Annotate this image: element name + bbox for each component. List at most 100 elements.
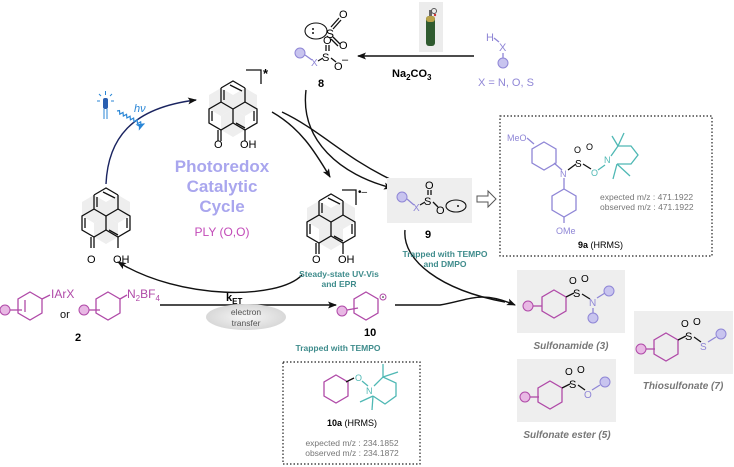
label-9: 9 [425, 229, 431, 241]
arrow-8-to-9 [304, 89, 393, 190]
radical-anion-marker: •– [358, 187, 368, 198]
label-2: 2 [75, 332, 81, 344]
ply-radical-anion [306, 193, 356, 255]
c9a-o2: O [586, 142, 593, 152]
ply-radical-oh: OH [338, 254, 355, 266]
trap-9-label-2: and DMPO [424, 259, 467, 269]
radical-bracket [342, 189, 357, 205]
label-8: 8 [318, 78, 324, 90]
c8-o: O [334, 61, 343, 73]
base-label: Na2CO3 [392, 68, 432, 82]
product-sulfonate-ester-box [517, 359, 616, 422]
ply-radical-o: O [312, 254, 321, 266]
thio-o1: O [681, 319, 689, 330]
c8-x: X [311, 58, 318, 69]
adduct-9a-label: 9a (HRMS) [578, 240, 623, 250]
product-sulfonamide-label: Sulfonamide (3) [533, 341, 609, 352]
ply-excited [208, 80, 258, 142]
c8-o-top: O [323, 35, 332, 47]
so2-oxygen-bottom: O [339, 40, 348, 52]
c10a-o: O [355, 373, 362, 383]
c8-charge: – [342, 54, 349, 66]
adduct-9a-observed: observed m/z : 471.1922 [600, 202, 694, 212]
adduct-10a-box [282, 361, 421, 465]
ket-label: kET [226, 292, 242, 306]
ply-ground [81, 187, 131, 249]
product-sulfonamide: S O O N [522, 274, 615, 324]
c9a-ome: OMe [556, 226, 576, 236]
c9a-n2: N [604, 155, 611, 165]
electron-transfer-label-1: electron [231, 307, 262, 317]
product-sulfonate-ester: S O O O [519, 365, 611, 410]
arrow-to-products [395, 296, 516, 306]
arrow-regeneration [117, 261, 303, 294]
catalyst-label: PLY (O,O) [195, 225, 250, 239]
aryl-iodonium: IArX [0, 287, 74, 321]
product-sulfonamide-box [517, 270, 625, 333]
nucleophile-h: H [486, 32, 494, 44]
led-light-icon [97, 91, 114, 119]
arrow-9-to-products [404, 229, 506, 303]
c9-s: S [424, 196, 431, 208]
open-arrow-to-9a [476, 189, 497, 209]
compound-8: X S O O – [294, 35, 349, 73]
so2-reagent: S O O [304, 9, 348, 52]
electron-transfer-bubble [206, 304, 286, 330]
excited-marker: * [263, 66, 269, 81]
gas-cylinder-icon [419, 2, 443, 52]
steady-state-label-1: Steady-state UV-Vis [299, 269, 379, 279]
ply-excited-oh: OH [240, 139, 257, 151]
electron-transfer-label-2: transfer [232, 318, 261, 328]
trap-9-label-1: Trapped with TEMPO [402, 249, 487, 259]
c9a-s: S [575, 159, 582, 170]
adduct-10a-expected: expected m/z : 234.1852 [305, 438, 398, 448]
sulfonamide-s: S [573, 288, 580, 300]
c9-o: O [436, 205, 445, 217]
arrow-set [271, 111, 331, 178]
arrow-excitation [105, 97, 197, 185]
ply-ground-o: O [87, 254, 96, 266]
product-thiosulfonate-label: Thiosulfonate (7) [643, 381, 724, 392]
cycle-title-1: Photoredox [175, 157, 270, 176]
diazonium-label: N2BF4 [127, 287, 160, 303]
x-definition: X = N, O, S [478, 77, 534, 89]
compound-9: X S O O [396, 180, 467, 217]
c9-x: X [413, 203, 420, 214]
ester-s: S [569, 379, 576, 391]
aryl-radical-10 [336, 291, 387, 321]
or-label: or [60, 309, 70, 321]
thio-s2: S [700, 342, 707, 353]
adduct-9a-expected: expected m/z : 471.1922 [600, 192, 693, 202]
adduct-10a: O N [323, 364, 399, 411]
aryl-diazonium: N2BF4 [78, 287, 160, 321]
nucleophile-hx: H X [486, 32, 509, 69]
light-label: hν [134, 103, 146, 115]
c9a-o3: O [591, 168, 598, 178]
product-sulfonate-ester-label: Sulfonate ester (5) [523, 430, 611, 441]
thio-o2: O [693, 317, 701, 328]
ester-o1: O [565, 367, 573, 378]
ply-excited-o: O [214, 139, 223, 151]
c8-s: S [322, 52, 329, 64]
sulfonamide-o1: O [569, 276, 577, 287]
light-wave-arrow [116, 109, 146, 131]
c9-o-top: O [425, 180, 434, 192]
trap-10-label: Trapped with TEMPO [295, 343, 380, 353]
c10a-n: N [366, 386, 373, 396]
iodonium-label: IArX [51, 287, 74, 301]
product-thiosulfonate-box [634, 311, 733, 374]
nucleophile-x: X [499, 42, 507, 54]
ester-o-link: O [584, 390, 592, 401]
arrow-to-9-split [281, 111, 393, 181]
excited-bracket [246, 69, 262, 84]
adduct-9a: MeO N S O O O N OMe [507, 132, 639, 236]
adduct-10a-observed: observed m/z : 234.1872 [305, 448, 399, 458]
steady-state-label-2: and EPR [322, 279, 357, 289]
thio-s1: S [685, 331, 692, 343]
product-thiosulfonate: S O O S [635, 317, 727, 362]
sulfonamide-o2: O [581, 274, 589, 285]
c9a-meo: MeO [507, 133, 527, 143]
cycle-title-3: Cycle [199, 197, 244, 216]
so2-sulfur: S [326, 27, 334, 41]
